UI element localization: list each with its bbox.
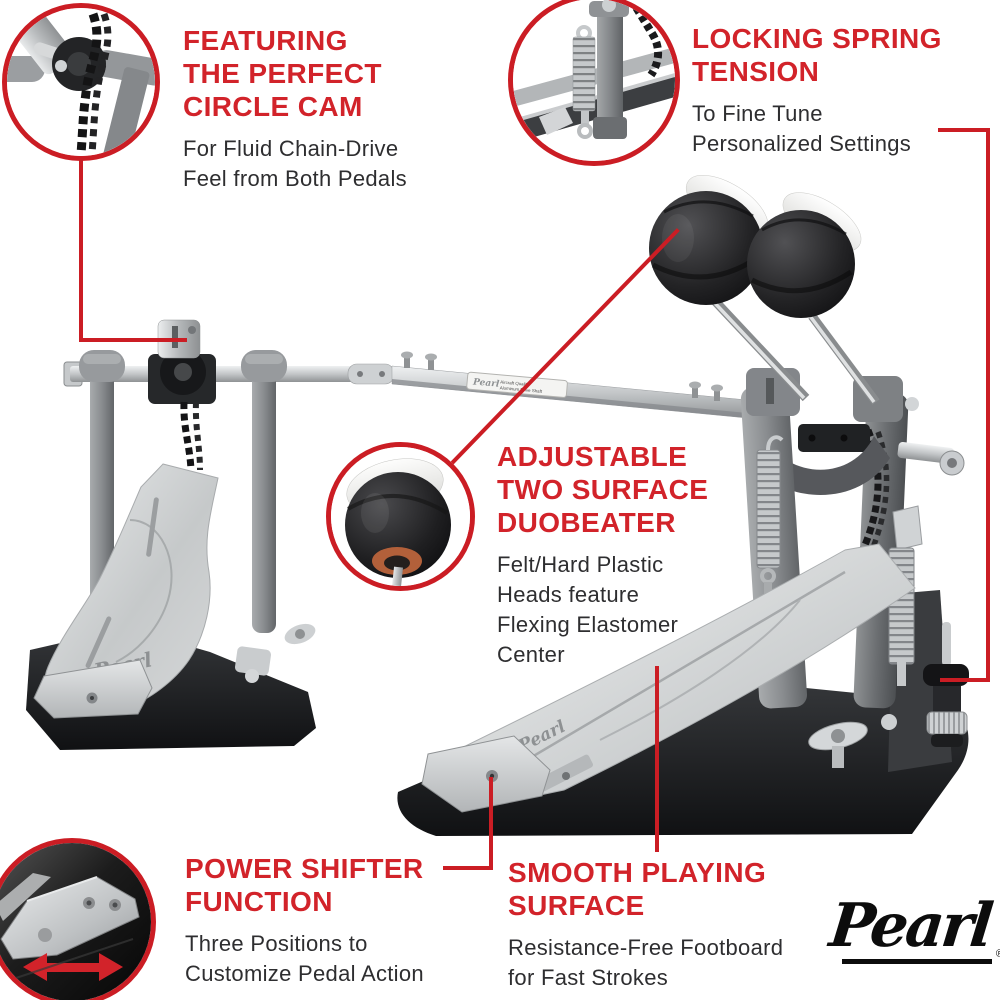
body-line: Three Positions to (185, 931, 368, 957)
callout-duobeater-text: ADJUSTABLE TWO SURFACE DUOBEATER Felt/Ha… (497, 440, 708, 670)
body-line: Felt/Hard Plastic (497, 552, 664, 578)
callout-duobeater-title: ADJUSTABLE TWO SURFACE DUOBEATER (497, 440, 708, 539)
pearl-logo: Pearl ® (826, 891, 1000, 964)
callout-smooth-surface-body: Resistance-Free Footboard for Fast Strok… (508, 933, 783, 993)
callout-circle-cam-body: For Fluid Chain-Drive Feel from Both Ped… (183, 134, 407, 194)
title-line: ADJUSTABLE (497, 441, 688, 472)
drive-shaft: Pearl Aircraft Quality Aluminum Drive Sh… (347, 351, 791, 421)
body-line: Flexing Elastomer (497, 611, 679, 637)
circle-cam-callout-photo (2, 3, 160, 161)
spring-closeup-illustration (513, 0, 675, 161)
power-shifter-callout-photo (0, 838, 156, 1000)
title-line: POWER SHIFTER (185, 853, 424, 884)
title-line: FEATURING (183, 25, 348, 56)
rear-spring (888, 505, 923, 686)
right-hoop-clamp (808, 714, 897, 768)
front-spring (756, 435, 784, 602)
left-pedal (63, 319, 365, 633)
title-line: THE PERFECT (183, 58, 382, 90)
spring-tension-callout-photo (508, 0, 680, 166)
callout-spring-tension-text: LOCKING SPRING TENSION To Fine Tune Pers… (692, 22, 942, 159)
body-line: Customize Pedal Action (185, 960, 424, 986)
body-line: for Fast Strokes (508, 964, 669, 990)
beater-closeup-illustration (331, 447, 470, 586)
left-pedal-base-footboard: Pearl (26, 463, 316, 750)
callout-spring-tension-title: LOCKING SPRING TENSION (692, 22, 942, 88)
title-line: CIRCLE CAM (183, 91, 363, 123)
right-pedal: Pearl (397, 368, 969, 836)
callout-power-shifter-title: POWER SHIFTER FUNCTION (185, 852, 424, 918)
body-line: Personalized Settings (692, 130, 912, 156)
body-line: For Fluid Chain-Drive (183, 136, 399, 162)
leader-line-smooth-surface-vertical (655, 666, 659, 852)
callout-circle-cam-title: FEATURING THE PERFECT CIRCLE CAM (183, 24, 407, 123)
leader-line-power-shifter-vertical (489, 777, 493, 870)
body-line: Feel from Both Pedals (183, 166, 407, 191)
body-line: Center (497, 641, 565, 667)
left-hoop-clamp (235, 623, 316, 683)
pearl-logo-text: Pearl (826, 891, 994, 961)
title-line: FUNCTION (185, 886, 333, 918)
power-shifter-closeup-illustration (0, 843, 151, 1000)
leader-line-spring-tension-bottom (940, 678, 990, 682)
leader-line-spring-tension-top (938, 128, 990, 132)
leader-line-circle-cam-horizontal (79, 338, 187, 342)
body-line: Resistance-Free Footboard (508, 935, 784, 961)
duo-beaters (649, 175, 880, 405)
title-line: LOCKING SPRING (692, 23, 942, 54)
callout-power-shifter-text: POWER SHIFTER FUNCTION Three Positions t… (185, 852, 424, 989)
shaft-label-line1: Aircraft Quality (500, 379, 530, 387)
leader-line-spring-tension-vertical (986, 128, 990, 682)
callout-power-shifter-body: Three Positions to Customize Pedal Actio… (185, 929, 424, 989)
registered-trademark-symbol: ® (995, 948, 1000, 960)
pearl-logo-underline (842, 959, 992, 964)
callout-smooth-surface-text: SMOOTH PLAYING SURFACE Resistance-Free F… (508, 856, 783, 993)
title-line: SURFACE (508, 890, 645, 922)
duobeater-callout-photo (326, 442, 475, 591)
body-line: To Fine Tune (692, 101, 823, 127)
callout-circle-cam-text: FEATURING THE PERFECT CIRCLE CAM For Flu… (183, 24, 407, 194)
callout-smooth-surface-title: SMOOTH PLAYING SURFACE (508, 856, 783, 922)
title-line: TENSION (692, 56, 820, 88)
body-line: Heads feature (497, 582, 640, 607)
title-line: DUOBEATER (497, 507, 676, 539)
cam-closeup-illustration (7, 8, 155, 156)
title-line: TWO SURFACE (497, 474, 709, 506)
leader-line-circle-cam-vertical (79, 158, 83, 342)
leader-line-power-shifter-horizontal (443, 866, 493, 870)
shaft-label-brand: Pearl (472, 377, 501, 389)
title-line: SMOOTH PLAYING (508, 857, 767, 888)
callout-duobeater-body: Felt/Hard Plastic Heads feature Flexing … (497, 550, 708, 670)
callout-spring-tension-body: To Fine Tune Personalized Settings (692, 99, 942, 159)
slide-direction-arrow (23, 953, 123, 981)
